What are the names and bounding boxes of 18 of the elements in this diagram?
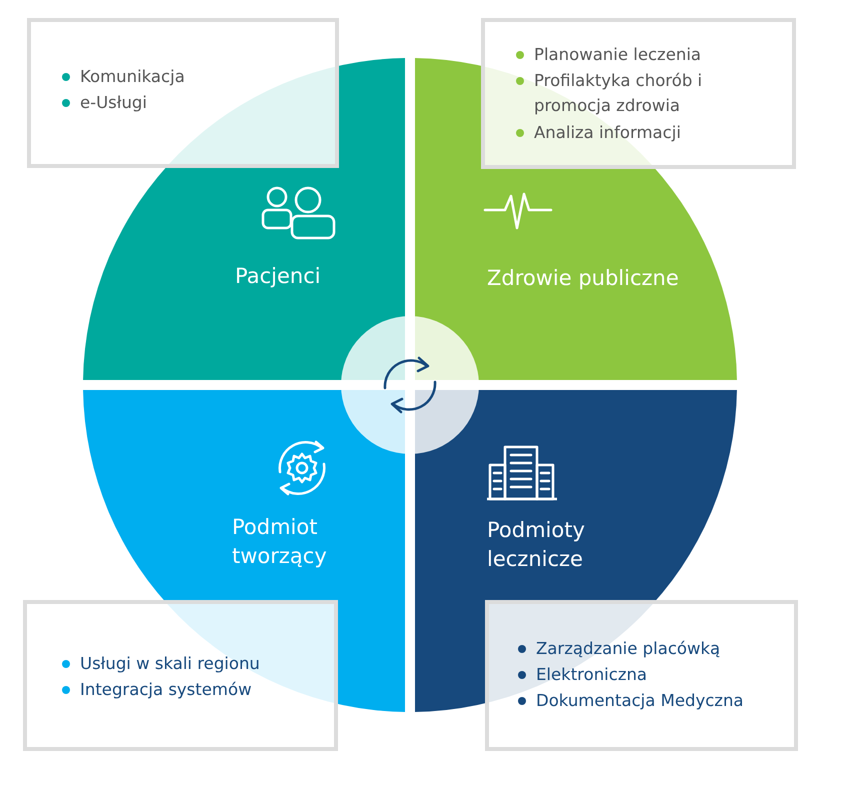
quadrant-title: Podmiot tworzący — [232, 514, 328, 570]
info-card — [23, 600, 338, 751]
bullet-item: Analiza informacji — [516, 120, 681, 145]
bullet-item: Profilaktyka chorób i promocja zdrowia — [516, 68, 734, 118]
bullet-item: Elektroniczna — [518, 662, 648, 687]
info-card — [27, 18, 339, 168]
bullet-item: Komunikacja — [62, 64, 185, 89]
bullet-item: Dokumentacja Medyczna — [518, 688, 744, 713]
bullet-item: Usługi w skali regionu — [62, 651, 260, 676]
bullet-item: Planowanie leczenia — [516, 42, 702, 67]
info-card — [481, 18, 796, 169]
bullet-item: e-Usługi — [62, 90, 147, 115]
quadrant-title: Zdrowie publiczne — [487, 265, 680, 292]
quadrant-title: Pacjenci — [235, 263, 322, 290]
bullet-item: Zarządzanie placówką — [518, 636, 720, 661]
quadrant-title: Podmioty lecznicze — [487, 517, 586, 573]
bullet-item: Integracja systemów — [62, 677, 252, 702]
info-card — [485, 600, 798, 751]
